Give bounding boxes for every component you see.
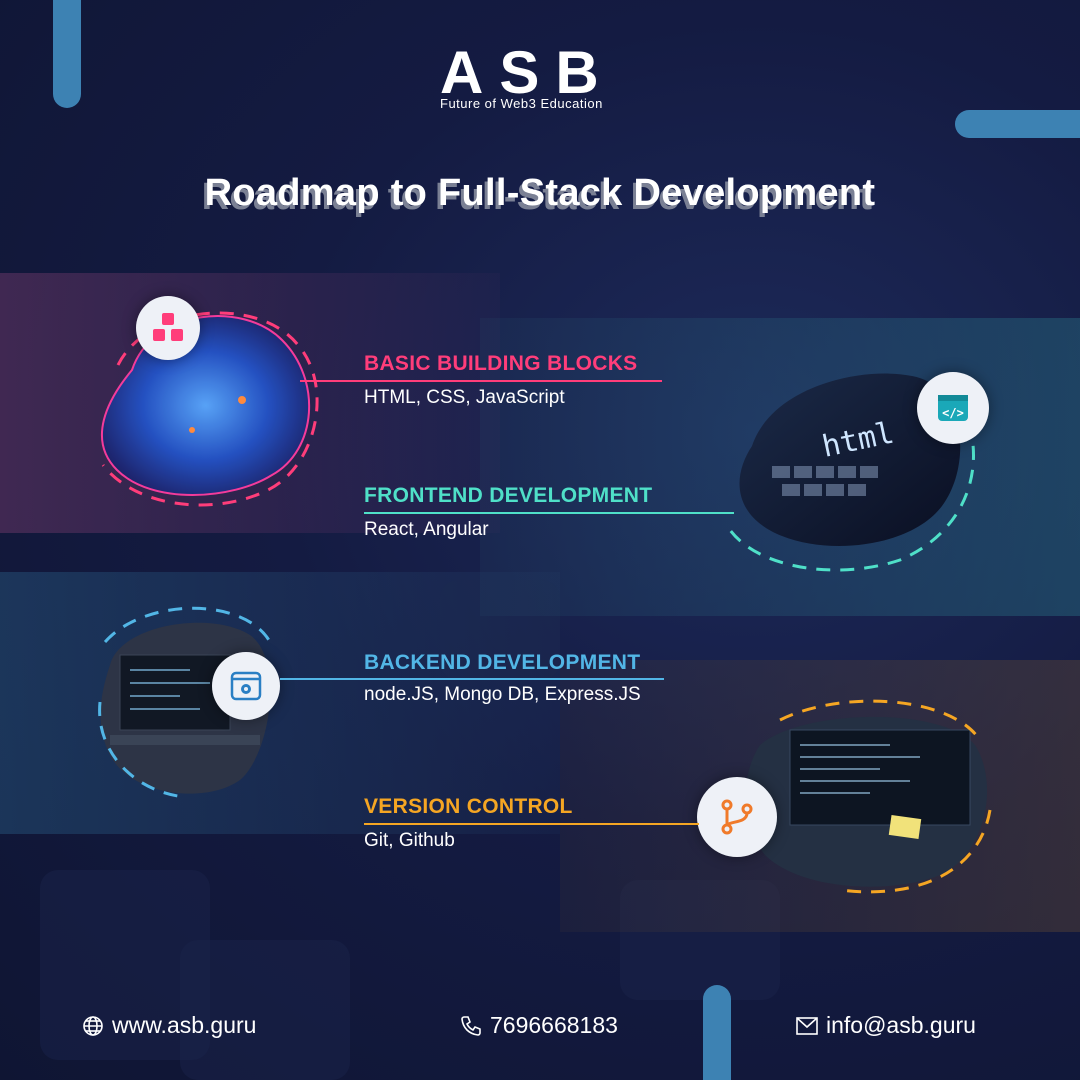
step-desc: node.JS, Mongo DB, Express.JS [364, 684, 641, 705]
footer-website[interactable]: www.asb.guru [82, 1012, 256, 1039]
keyboard-illustration: html [739, 373, 961, 546]
phone-icon [461, 1015, 481, 1036]
logo-text: ASB [440, 39, 615, 106]
blocks-icon [136, 296, 200, 360]
dashed-ring [101, 311, 319, 507]
email-link[interactable]: info@asb.guru [826, 1012, 976, 1038]
step-title: BASIC BUILDING BLOCKS [364, 352, 638, 375]
svg-text:</>: </> [942, 406, 964, 420]
mail-icon [796, 1016, 818, 1035]
brand-logo: ASB Future of Web3 Education [440, 38, 640, 118]
band-step-3 [0, 572, 560, 834]
step-desc: React, Angular [364, 519, 489, 540]
dashed-ring [98, 606, 272, 799]
phone-number[interactable]: 7696668183 [490, 1012, 618, 1038]
connector-line [300, 380, 662, 382]
background-cube [180, 940, 350, 1080]
decorative-pill [703, 985, 731, 1080]
footer-email[interactable]: info@asb.guru [796, 1012, 976, 1039]
step-desc: Git, Github [364, 830, 455, 851]
brand-tagline: Future of Web3 Education [440, 96, 603, 111]
connector-line [364, 823, 699, 825]
website-link[interactable]: www.asb.guru [112, 1012, 257, 1038]
globe-icon [83, 1015, 103, 1036]
step-title: FRONTEND DEVELOPMENT [364, 484, 653, 507]
background-cube [620, 880, 780, 1000]
blocks-illustration [101, 315, 311, 496]
dashed-ring [779, 699, 992, 894]
monitor-illustration [745, 716, 988, 887]
settings-window-icon [212, 652, 280, 720]
dashed-ring [728, 399, 975, 572]
step-desc: HTML, CSS, JavaScript [364, 387, 565, 408]
code-window-icon: </> [917, 372, 989, 444]
step-title: BACKEND DEVELOPMENT [364, 651, 641, 674]
laptop-illustration [100, 622, 271, 794]
connector-line [364, 512, 734, 514]
step-title: VERSION CONTROL [364, 795, 573, 818]
git-branch-icon [697, 777, 777, 857]
connector-line [280, 678, 664, 680]
footer-phone[interactable]: 7696668183 [460, 1012, 618, 1039]
decorative-pill [955, 110, 1080, 138]
decorative-pill [53, 0, 81, 108]
page-title: Roadmap to Full-Stack Development [204, 172, 876, 214]
background-cube [440, 580, 560, 680]
